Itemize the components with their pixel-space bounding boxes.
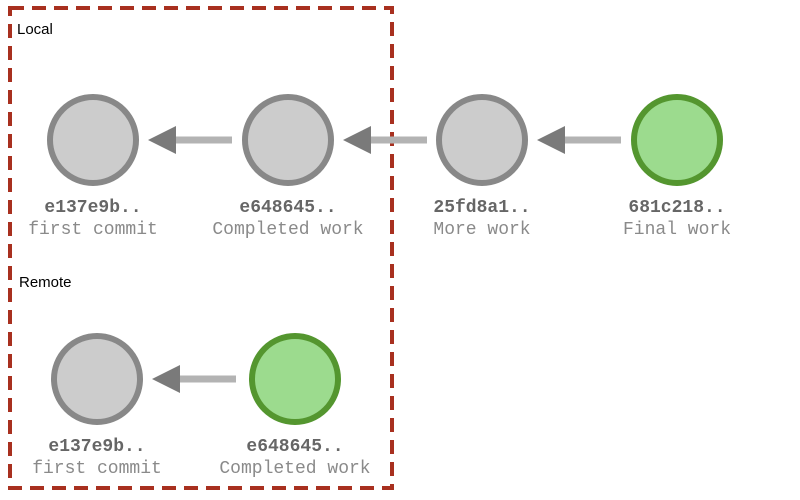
local-commit-node: [47, 94, 139, 186]
commit-hash: 25fd8a1..: [433, 198, 531, 218]
remote-commit-node: [51, 333, 143, 425]
commit-hash: e137e9b..: [44, 198, 142, 218]
commit-message: Completed work: [219, 459, 371, 479]
commit-message: Final work: [622, 220, 732, 240]
commit-message: first commit: [32, 459, 162, 479]
commit-message: first commit: [28, 220, 158, 240]
local-arrow-2: [343, 126, 427, 154]
commit-hash: e648645..: [239, 198, 337, 218]
commit-message: Completed work: [212, 220, 364, 240]
local-arrow-1: [148, 126, 232, 154]
local-arrow-3: [537, 126, 621, 154]
local-region-label: Local: [17, 21, 53, 38]
remote-region-label: Remote: [19, 274, 72, 291]
local-head-commit-node: [631, 94, 723, 186]
commit-hash: 681c218..: [628, 198, 726, 218]
remote-arrow-1: [152, 365, 236, 393]
sync-boundary: [8, 6, 394, 490]
commit-hash: e137e9b..: [48, 437, 146, 457]
remote-head-commit-node: [249, 333, 341, 425]
commit-hash: e648645..: [246, 437, 344, 457]
local-commit-node: [242, 94, 334, 186]
local-commit-node: [436, 94, 528, 186]
commit-message: More work: [433, 220, 531, 240]
